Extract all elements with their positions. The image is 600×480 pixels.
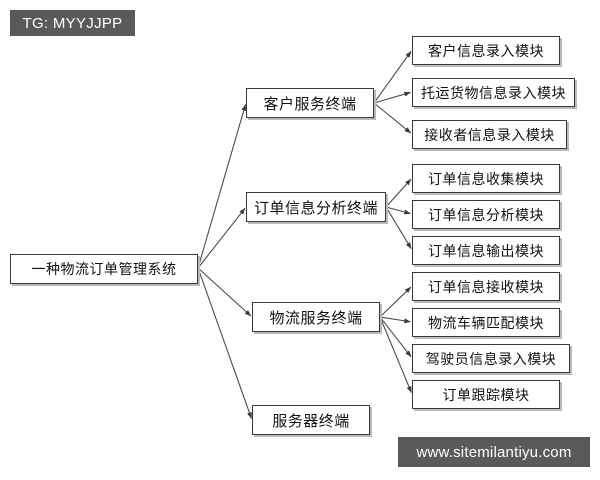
node-terminal-2[interactable]: 订单信息分析终端 [246, 192, 386, 222]
edge-14 [379, 316, 412, 393]
edge-4 [197, 267, 253, 419]
edge-6 [373, 91, 411, 104]
edge-9 [385, 206, 411, 215]
node-module-3-4[interactable]: 订单跟踪模块 [412, 380, 560, 409]
site-watermark-badge: www.sitemilantiyu.com [398, 437, 590, 467]
node-terminal-4[interactable]: 服务器终端 [252, 405, 370, 435]
node-module-2-1[interactable]: 订单信息收集模块 [412, 164, 560, 193]
tg-watermark-badge: TG: MYYJJPP [10, 10, 135, 36]
edge-12 [379, 316, 411, 324]
edge-2 [197, 207, 246, 269]
node-terminal-3[interactable]: 物流服务终端 [252, 302, 380, 332]
edge-1 [197, 104, 247, 269]
node-module-3-2[interactable]: 物流车辆匹配模块 [412, 308, 560, 337]
node-root-system[interactable]: 一种物流订单管理系统 [10, 254, 198, 284]
node-module-1-3[interactable]: 接收者信息录入模块 [412, 120, 567, 149]
edge-3 [197, 267, 252, 317]
node-module-2-2[interactable]: 订单信息分析模块 [412, 200, 560, 229]
node-module-3-1[interactable]: 订单信息接收模块 [412, 272, 560, 301]
node-terminal-1[interactable]: 客户服务终端 [246, 88, 374, 118]
edge-11 [379, 286, 412, 318]
edge-13 [379, 316, 412, 358]
node-module-2-3[interactable]: 订单信息输出模块 [412, 236, 560, 265]
edge-5 [373, 50, 412, 104]
node-module-3-3[interactable]: 驾驶员信息录入模块 [412, 344, 570, 373]
node-module-1-2[interactable]: 托运货物信息录入模块 [412, 78, 575, 107]
edge-7 [373, 102, 412, 134]
edge-10 [385, 206, 412, 250]
edge-8 [385, 178, 412, 208]
node-module-1-1[interactable]: 客户信息录入模块 [412, 36, 560, 65]
